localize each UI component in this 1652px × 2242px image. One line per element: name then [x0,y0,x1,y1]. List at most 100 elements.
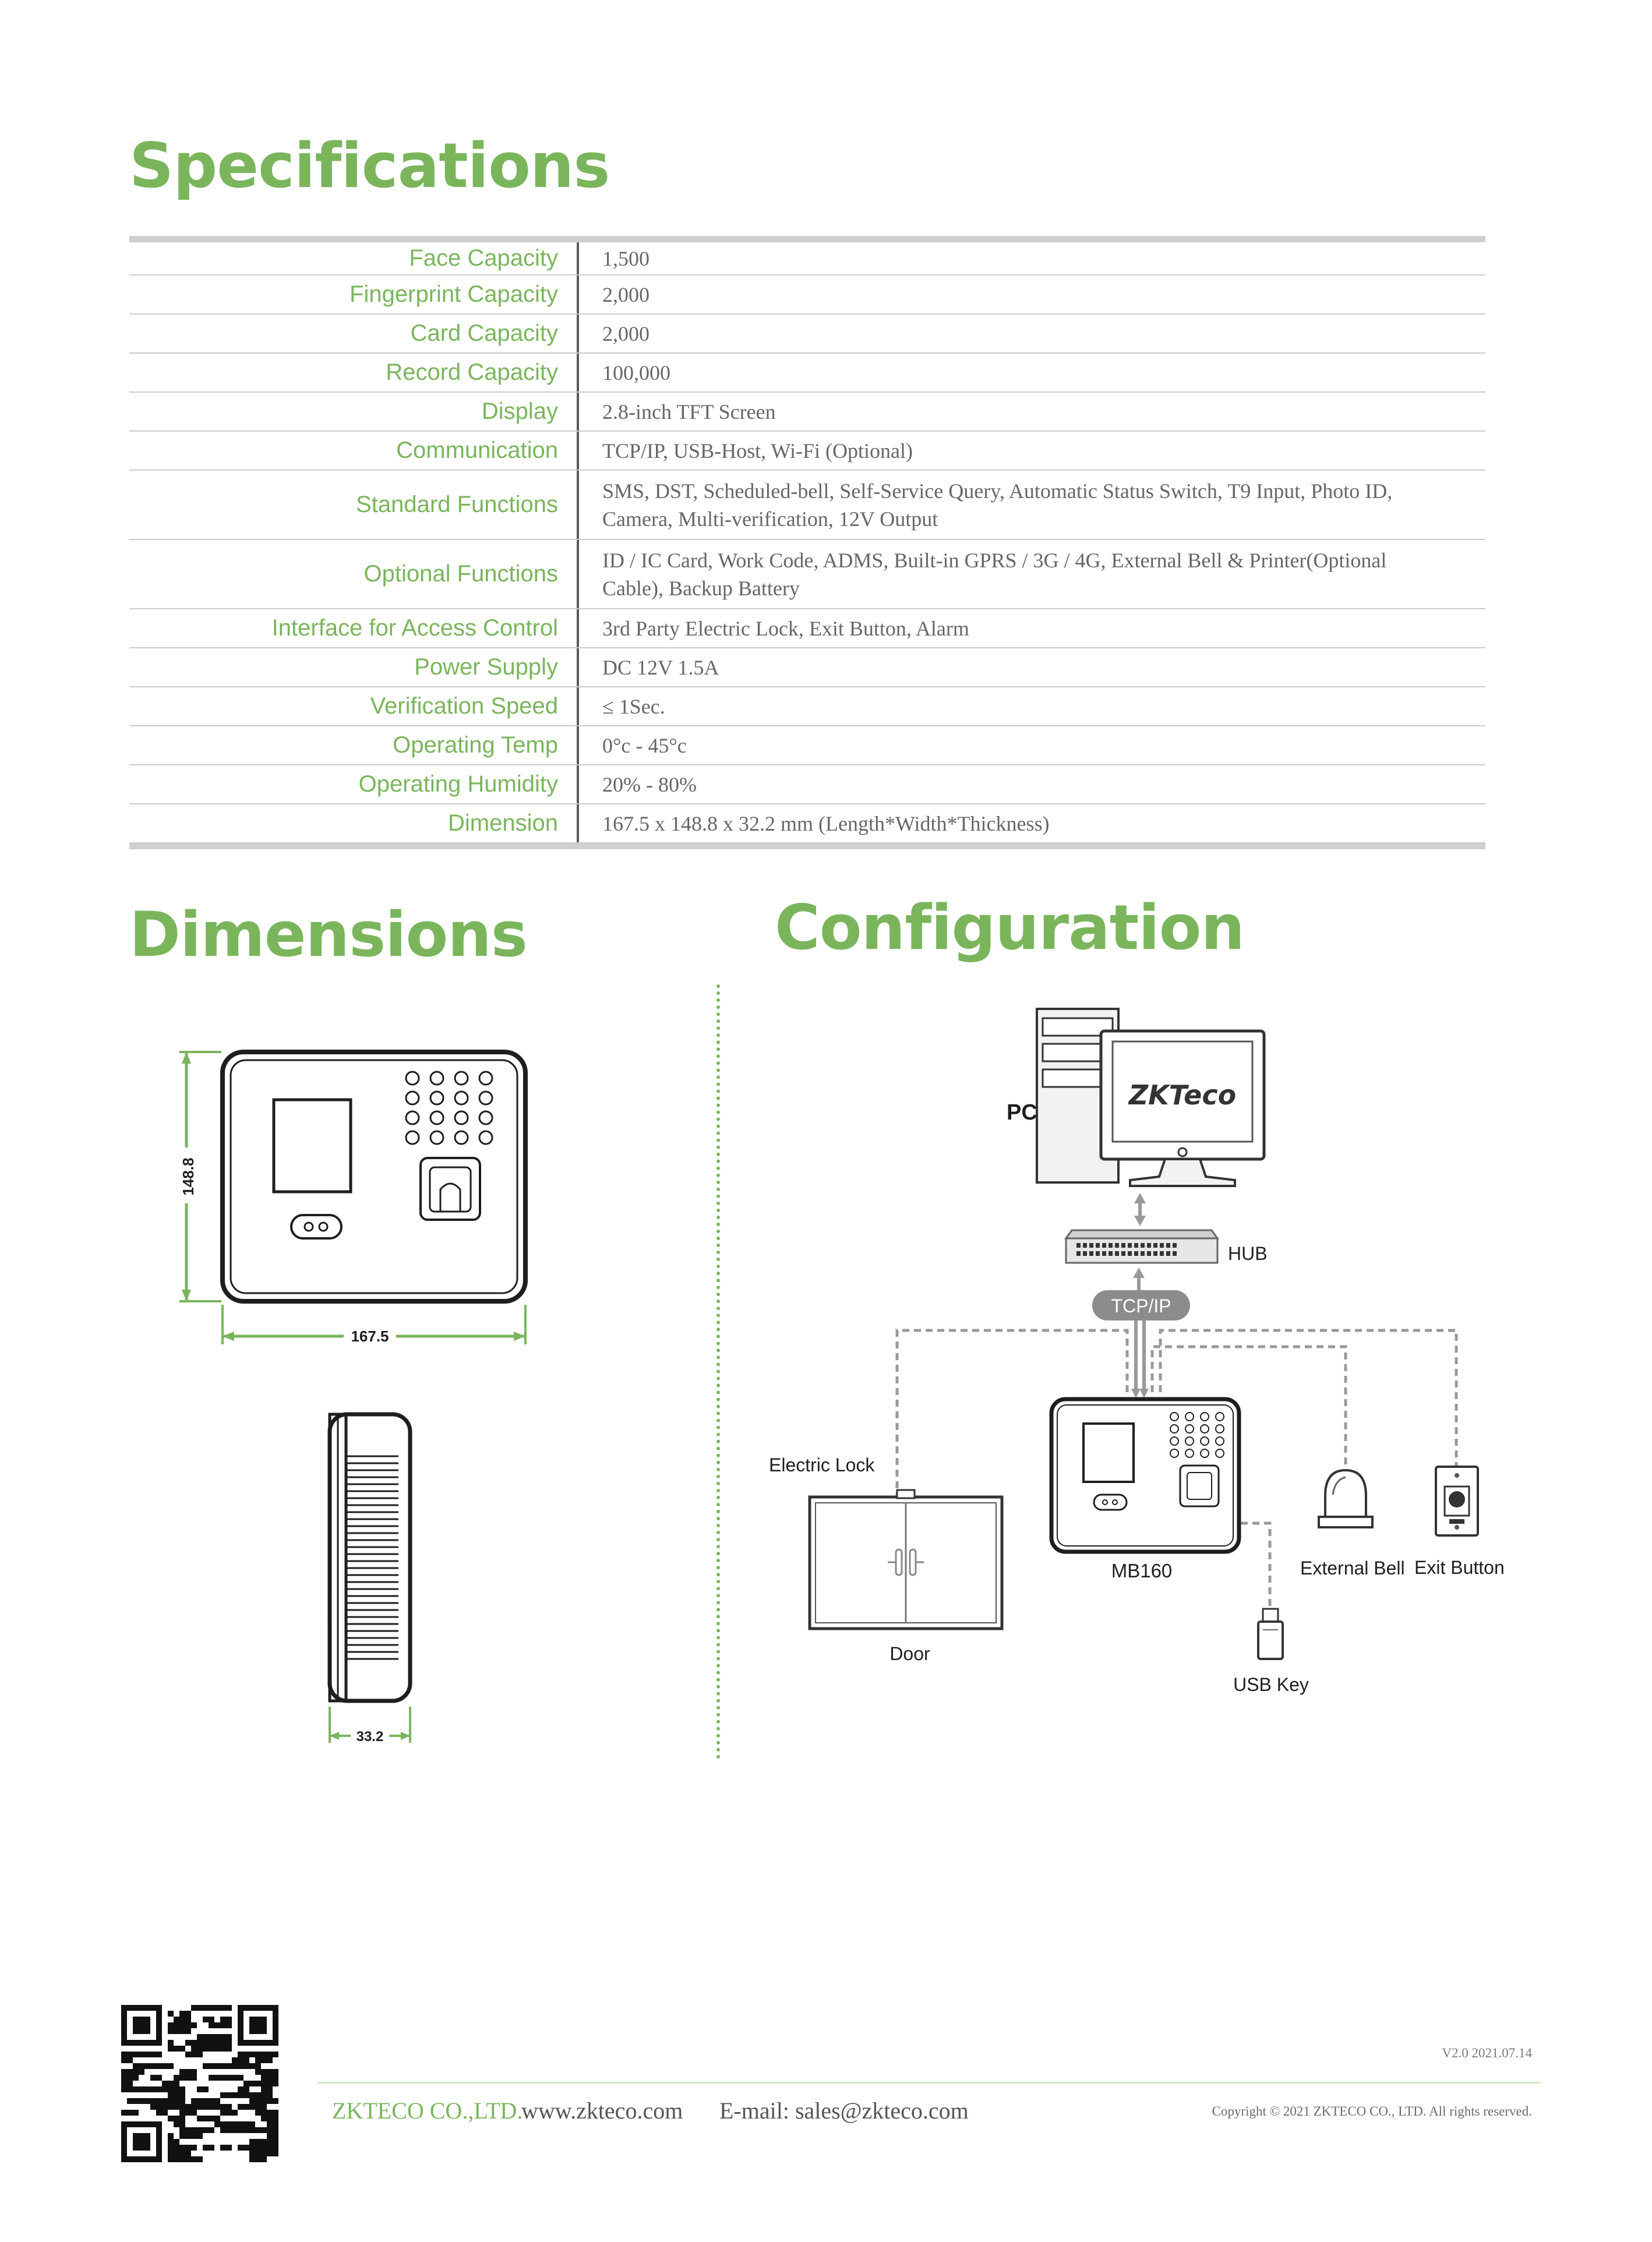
qr-module [162,2098,168,2104]
qr-module [127,2075,133,2081]
qr-module [209,2040,214,2046]
qr-module [226,2022,232,2028]
qr-module [144,2098,150,2104]
spec-value: 0°c - 45°c [602,733,687,757]
qr-module [156,2086,162,2092]
qr-module [261,2069,267,2075]
qr-module [209,2145,214,2151]
exit-button-icon [1435,1466,1479,1537]
qr-module [168,2028,174,2034]
qr-module [139,2069,144,2075]
hub-port [1121,1251,1125,1256]
qr-module [267,2052,273,2057]
qr-module [232,2110,238,2116]
qr-module [150,2075,156,2081]
hub-port [1134,1251,1138,1256]
qr-module [156,2052,162,2057]
qr-module [226,2034,232,2040]
hub-port [1076,1251,1081,1256]
spec-label: Operating Temp [129,726,579,764]
qr-module [174,2092,179,2098]
qr-module [267,2075,273,2081]
qr-module [255,2057,261,2063]
spec-label: Fingerprint Capacity [129,276,579,313]
qr-module [243,2081,249,2086]
qr-module [168,2104,174,2110]
qr-module [249,2127,255,2133]
hub-port [1083,1251,1087,1256]
qr-module [220,2075,226,2081]
qr-module [220,2121,226,2127]
footer-rule [317,2082,1541,2084]
qr-module [168,2063,174,2069]
qr-module [261,2156,267,2162]
qr-module [185,2151,191,2156]
qr-module [127,2052,133,2057]
qr-module [261,2110,267,2116]
qr-module [273,2151,278,2156]
qr-module [255,2098,261,2104]
spec-value: 2,000 [602,322,649,345]
qr-module [203,2034,209,2040]
qr-module [255,2139,261,2145]
qr-module [273,2098,278,2104]
external-bell-icon [1318,1468,1374,1528]
qr-module [150,2086,156,2092]
website-link[interactable]: www.zkteco.com [521,2098,683,2124]
qr-module [243,2145,249,2151]
qr-module [220,2104,226,2110]
qr-module [168,2046,174,2052]
qr-module [179,2086,185,2092]
qr-module [255,2063,261,2069]
hub-port [1141,1243,1145,1248]
qr-module [185,2127,191,2133]
qr-module [255,2156,261,2162]
email-link[interactable]: E-mail: sales@zkteco.com [719,2098,969,2124]
qr-module [174,2081,179,2086]
qr-module [238,2075,243,2081]
hub-port [1166,1243,1170,1248]
qr-module [203,2127,209,2133]
qr-module [174,2075,179,2081]
qr-module [214,2121,220,2127]
qr-module [243,2104,249,2110]
hub-port [1141,1251,1145,1256]
spec-value: ID / IC Card, Work Code, ADMS, Built-in … [602,548,1387,600]
qr-module [185,2156,191,2162]
qr-module [179,2110,185,2116]
hub-port [1166,1251,1170,1256]
qr-module [203,2116,209,2121]
qr-module [197,2127,203,2133]
mb160-device-icon [1049,1397,1241,1554]
qr-module [179,2145,185,2151]
qr-module [185,2069,191,2075]
qr-module [150,2052,156,2057]
qr-code-icon [121,2005,278,2162]
qr-module [209,2116,214,2121]
qr-module [191,2046,197,2052]
qr-module [261,2139,267,2145]
qr-module [255,2081,261,2086]
qr-module [220,2092,226,2098]
qr-module [214,2022,220,2028]
qr-module [185,2028,191,2034]
qr-module [174,2139,179,2145]
qr-module [197,2086,203,2092]
qr-module [121,2086,127,2092]
qr-module [249,2052,255,2057]
qr-module [174,2145,179,2151]
qr-module [273,2121,278,2127]
qr-module [203,2017,209,2022]
hub-port [1147,1243,1151,1248]
qr-module [191,2005,197,2011]
spec-value: ≤ 1Sec. [602,694,665,718]
qr-module [191,2069,197,2075]
qr-module [226,2121,232,2127]
qr-module [121,2052,127,2057]
qr-module [238,2052,243,2057]
hub-port [1115,1251,1119,1256]
qr-module [179,2028,185,2034]
qr-module [273,2127,278,2133]
